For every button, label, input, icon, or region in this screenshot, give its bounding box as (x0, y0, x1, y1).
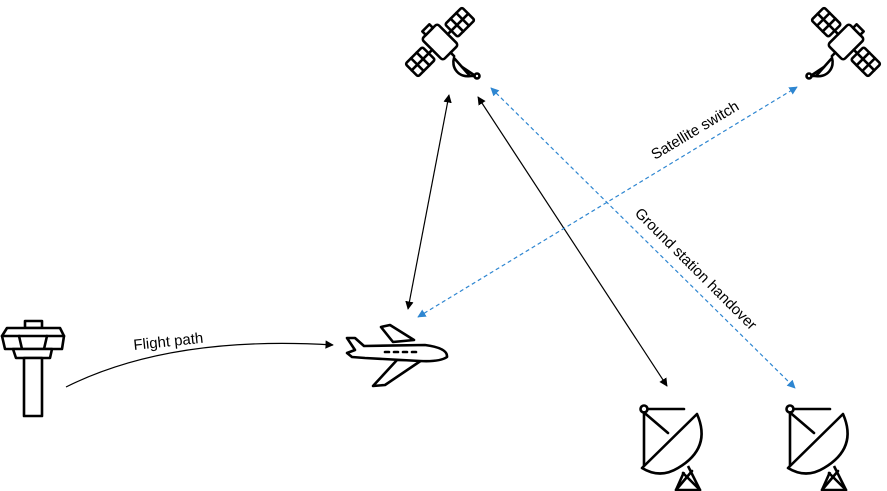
aircraft-satellite-1-link (405, 94, 452, 310)
satellite-1-ground-station-1-link (477, 96, 668, 387)
flight-path-arrow (65, 340, 334, 388)
satellite-switch-label: Satellite switch (648, 98, 742, 164)
airplane-icon (345, 323, 449, 388)
control-tower-icon (0, 319, 66, 418)
flight-path-label: Flight path (133, 330, 204, 354)
ground-station-handover-link (490, 87, 796, 389)
satellite-switch-link (417, 86, 798, 318)
satellite-icon (810, 6, 882, 78)
satellite-icon (404, 6, 476, 78)
satellite-dish-icon (452, 56, 481, 80)
satellite-dish-icon (639, 404, 703, 491)
satellite-dish-icon (785, 404, 849, 491)
satellite-dish-icon (805, 56, 834, 80)
ground-station-handover-label: Ground station handover (631, 205, 760, 334)
